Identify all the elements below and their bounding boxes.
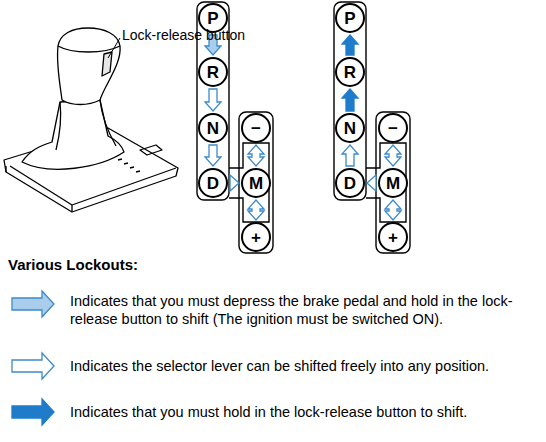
leader-line — [108, 38, 120, 58]
gear-letter: M — [249, 175, 263, 192]
gear-letter: P — [344, 10, 355, 27]
gear-letter: − — [388, 120, 398, 137]
shift-arrow — [342, 145, 358, 166]
gear-letter: D — [344, 175, 356, 192]
shift-boot — [22, 100, 124, 169]
shift-arrow — [205, 145, 221, 166]
shift-arrow — [342, 35, 358, 55]
legend-heading: Various Lockouts: — [8, 256, 138, 273]
shift-arrow — [342, 89, 358, 111]
shift-arrow — [367, 175, 376, 191]
gear-position-circle: D — [335, 168, 365, 198]
gear-position-circle: − — [378, 113, 408, 143]
gear-letter: + — [388, 229, 398, 246]
gear-position-circle: M — [241, 168, 271, 198]
gear-position-circle: N — [198, 113, 228, 143]
boot-fold — [56, 100, 116, 150]
lock-release-button — [102, 52, 112, 76]
gear-position-circle: + — [378, 222, 408, 252]
gear-position-circle: + — [241, 222, 271, 252]
knob-edge — [58, 46, 120, 52]
gear-letter: + — [251, 229, 261, 246]
gear-position-circle: P — [335, 3, 365, 33]
gear-letter: N — [344, 120, 356, 137]
gate-outline — [366, 143, 406, 222]
legend-text: Indicates the selector lever can be shif… — [70, 357, 538, 375]
legend-text: Indicates that you must depress the brak… — [70, 292, 538, 328]
gate-outline — [334, 2, 366, 200]
gear-letter: N — [207, 120, 219, 137]
gate-outline — [376, 112, 410, 253]
shift-arrow — [385, 145, 401, 166]
gear-position-circle: M — [378, 168, 408, 198]
gear-position-circle: R — [198, 57, 228, 87]
base-edge — [10, 166, 72, 205]
gear-letter: − — [251, 120, 261, 137]
gear-position-circle: − — [241, 113, 271, 143]
legend-sample-free — [12, 353, 54, 379]
legend-sample-brake — [12, 291, 54, 317]
indicator-window — [140, 145, 162, 155]
gate-outline — [229, 143, 269, 222]
gear-position-circle: D — [198, 168, 228, 198]
base-edge — [6, 166, 176, 212]
shift-arrow — [230, 175, 239, 191]
gear-letter: R — [344, 64, 356, 81]
part-label: Lock-release button — [122, 27, 245, 44]
shift-knob — [57, 28, 120, 105]
legend-sample-lock — [12, 399, 54, 425]
shift-arrow — [248, 145, 264, 166]
gear-letter: D — [207, 175, 219, 192]
gear-letter: R — [207, 64, 219, 81]
indicator-marks — [118, 159, 140, 172]
gear-position-circle: R — [335, 57, 365, 87]
shift-arrow — [385, 200, 401, 220]
shift-arrow — [205, 89, 221, 111]
gear-position-circle: N — [335, 113, 365, 143]
shift-arrow — [248, 200, 264, 220]
gear-letter: M — [386, 175, 400, 192]
gate-outline — [239, 112, 273, 253]
gear-letter: P — [207, 10, 218, 27]
legend-text: Indicates that you must hold in the lock… — [70, 403, 538, 421]
